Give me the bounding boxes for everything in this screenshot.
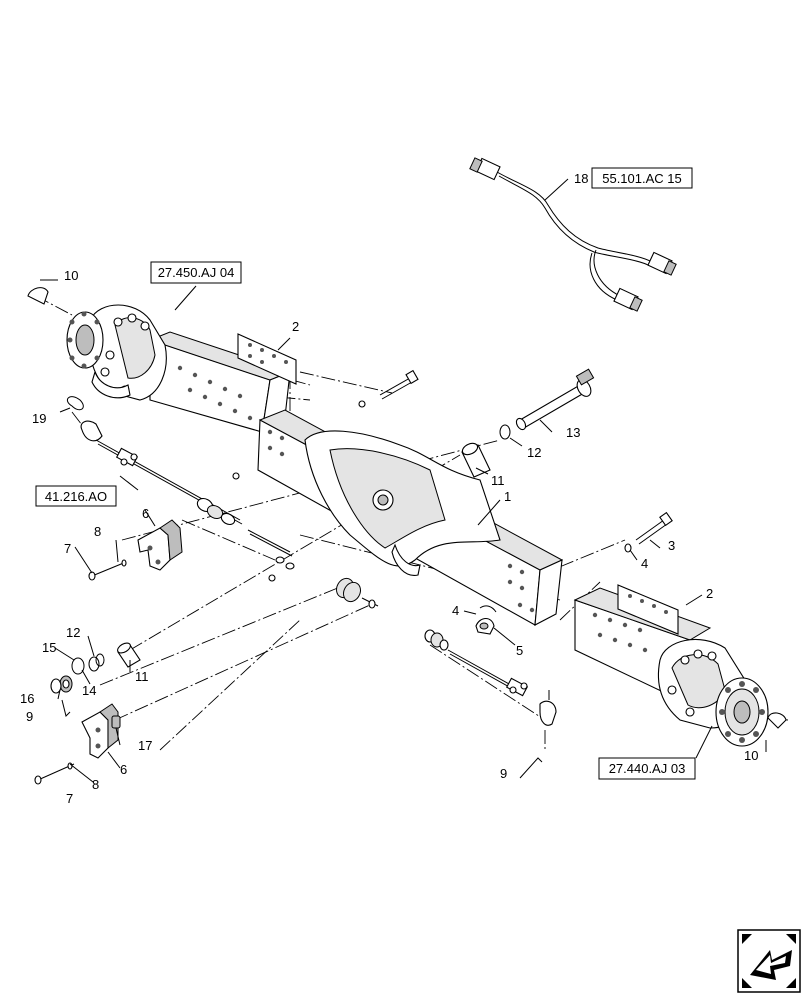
shim-left bbox=[237, 333, 297, 385]
tie-rod-clamp-right bbox=[505, 677, 529, 697]
callout-9-right: 9 bbox=[500, 766, 507, 781]
callout-11-upper: 11 bbox=[491, 473, 505, 488]
callout-numbers: 18 10 2 19 13 12 11 1 6 8 7 3 4 2 4 5 12… bbox=[20, 171, 758, 806]
connector-top bbox=[469, 157, 501, 181]
leader-lines bbox=[40, 178, 767, 783]
ref-harness[interactable]: 55.101.AC 15 bbox=[591, 167, 693, 189]
callout-13: 13 bbox=[566, 425, 580, 440]
bracket-upper bbox=[137, 519, 183, 571]
callout-10-left: 10 bbox=[64, 268, 78, 283]
washers-lower bbox=[59, 653, 105, 693]
callout-7-upper: 7 bbox=[64, 541, 71, 556]
ref-harness-label: 55.101.AC 15 bbox=[602, 171, 682, 186]
back-arrow-icon[interactable] bbox=[737, 929, 801, 993]
callout-6-upper: 6 bbox=[142, 506, 149, 521]
callout-1: 1 bbox=[504, 489, 511, 504]
cotter-pins bbox=[61, 396, 543, 779]
callout-16: 16 bbox=[20, 691, 34, 706]
callout-19: 19 bbox=[32, 411, 46, 426]
bracket-lower bbox=[81, 703, 119, 759]
ref-left-hub-label: 27.450.AJ 04 bbox=[158, 265, 235, 280]
axle-beam bbox=[257, 409, 564, 626]
callout-12-upper: 12 bbox=[527, 445, 541, 460]
tie-rod-clamp-left bbox=[115, 447, 139, 467]
callout-12-lower: 12 bbox=[66, 625, 80, 640]
ref-right-hub-label: 27.440.AJ 03 bbox=[609, 761, 686, 776]
shim-right bbox=[617, 584, 679, 635]
callout-14: 14 bbox=[82, 683, 96, 698]
callout-15: 15 bbox=[42, 640, 56, 655]
caps-10 bbox=[27, 287, 787, 729]
arm-bolt-holes bbox=[177, 365, 253, 421]
ref-left-hub[interactable]: 27.450.AJ 04 bbox=[150, 261, 242, 284]
callout-10-right: 10 bbox=[744, 748, 758, 763]
ref-tie-rod-label: 41.216.AO bbox=[45, 489, 107, 504]
tie-rod-boot bbox=[336, 577, 361, 603]
bolt-7-lower bbox=[34, 762, 75, 785]
connector-bottom bbox=[613, 287, 643, 312]
callout-2-left: 2 bbox=[292, 319, 299, 334]
callout-17: 17 bbox=[138, 738, 152, 753]
ref-tie-rod[interactable]: 41.216.AO bbox=[35, 485, 117, 507]
callout-6-lower: 6 bbox=[120, 762, 127, 777]
callout-2-right: 2 bbox=[706, 586, 713, 601]
callout-4-right: 4 bbox=[641, 556, 648, 571]
callout-9-left: 9 bbox=[26, 709, 33, 724]
beam-bolt-holes bbox=[267, 429, 535, 613]
left-hub-assembly bbox=[66, 304, 292, 433]
snap-ring-upper bbox=[499, 424, 511, 440]
connector-right bbox=[647, 251, 677, 276]
bushing-upper bbox=[461, 442, 491, 478]
right-arm-bolt-holes bbox=[592, 612, 648, 653]
right-hub-assembly bbox=[573, 587, 769, 747]
bolt-right bbox=[624, 511, 673, 553]
callout-8-upper: 8 bbox=[94, 524, 101, 539]
wiring-harness bbox=[469, 157, 677, 312]
callout-18: 18 bbox=[574, 171, 588, 186]
pivot-pin bbox=[515, 368, 595, 431]
callout-4-lower: 4 bbox=[452, 603, 459, 618]
callout-11-lower: 11 bbox=[135, 669, 149, 684]
washers-right bbox=[475, 605, 497, 635]
bolt-7-upper bbox=[88, 559, 127, 581]
callout-3: 3 bbox=[668, 538, 675, 553]
upper-bolt-left bbox=[232, 369, 419, 480]
nut-16 bbox=[50, 678, 62, 694]
pin-17 bbox=[111, 715, 121, 729]
callout-5: 5 bbox=[516, 643, 523, 658]
tie-rod bbox=[80, 420, 557, 726]
callout-8-lower: 8 bbox=[92, 777, 99, 792]
bushing-lower bbox=[117, 642, 141, 668]
ref-right-hub[interactable]: 27.440.AJ 03 bbox=[598, 757, 696, 780]
callout-7-lower: 7 bbox=[66, 791, 73, 806]
